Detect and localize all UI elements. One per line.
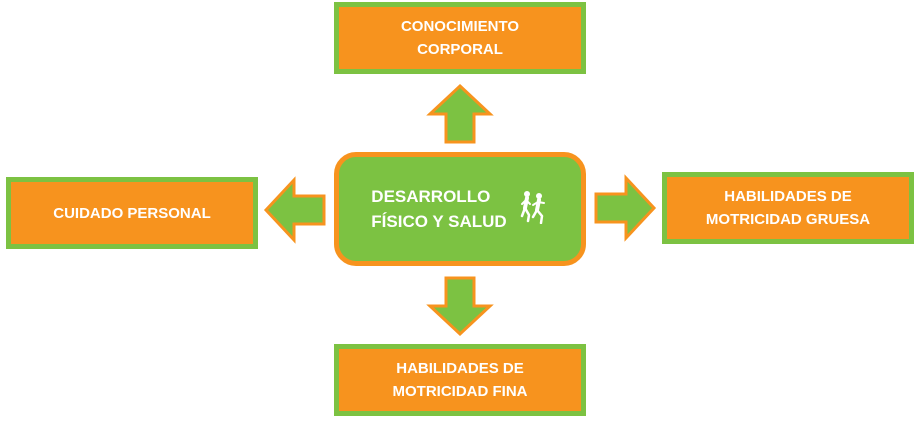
arrow-left-icon [263, 176, 326, 244]
box-left-label: CUIDADO PERSONAL [53, 204, 211, 222]
box-bottom-label: HABILIDADES DE MOTRICIDAD FINA [392, 360, 528, 400]
arrow-down-icon [426, 276, 494, 337]
box-cuidado-personal: CUIDADO PERSONAL [6, 177, 258, 249]
box-conocimiento-corporal: CONOCIMIENTO CORPORAL [334, 2, 586, 74]
arrow-up-icon [426, 83, 494, 144]
box-motricidad-fina: HABILIDADES DE MOTRICIDAD FINA [334, 344, 586, 416]
center-node: DESARROLLO FÍSICO Y SALUD [334, 152, 586, 266]
box-top-label: CONOCIMIENTO CORPORAL [400, 18, 520, 58]
walking-people-icon [520, 191, 545, 224]
center-label: DESARROLLO FÍSICO Y SALUD [371, 187, 507, 231]
box-motricidad-gruesa: HABILIDADES DE MOTRICIDAD GRUESA [662, 172, 914, 244]
arrow-right-icon [594, 174, 657, 242]
box-right-label: HABILIDADES DE MOTRICIDAD GRUESA [705, 188, 871, 228]
